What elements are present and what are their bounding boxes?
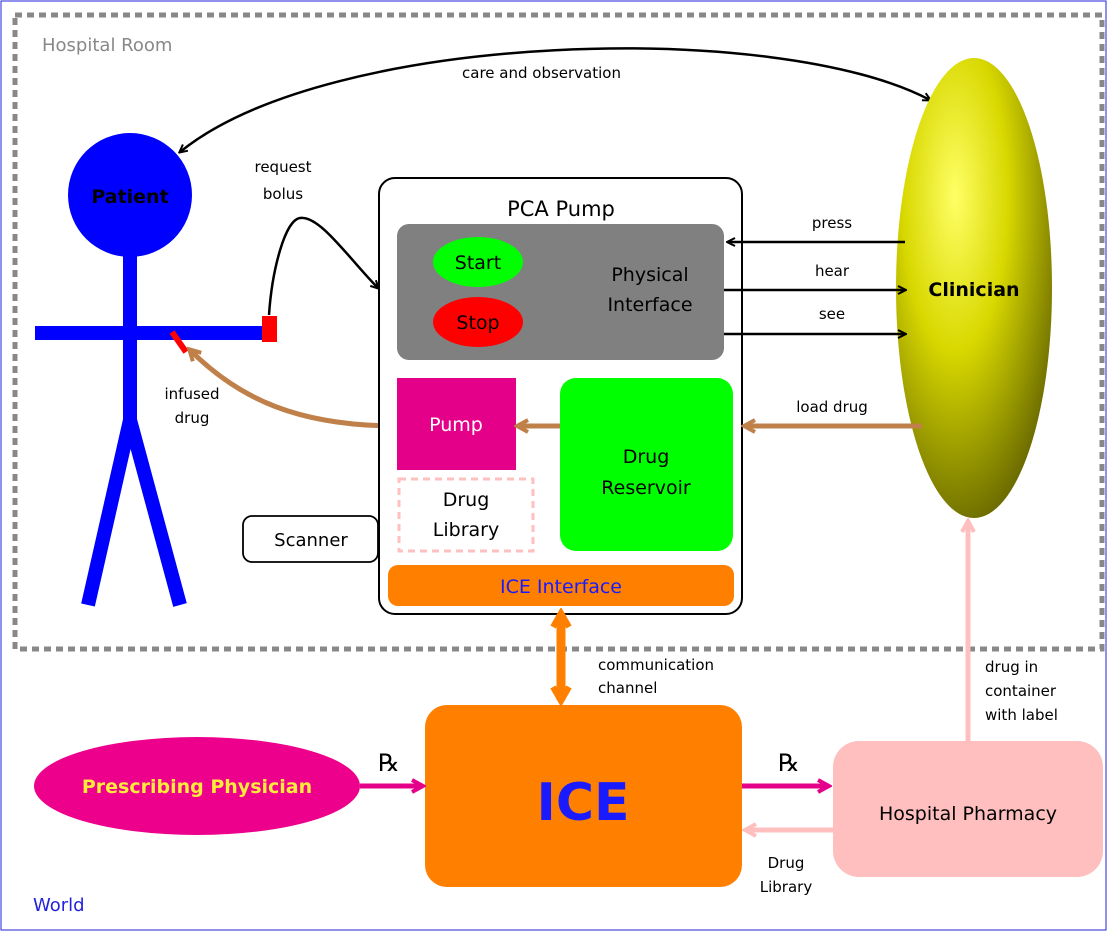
communication-channel-label-1: communication — [598, 656, 714, 674]
care-observation-arrow — [180, 47, 930, 152]
patient-figure — [35, 133, 277, 607]
see-label: see — [819, 305, 845, 323]
hospital-pharmacy-node — [833, 741, 1103, 877]
prescribing-physician-label: Prescribing Physician — [82, 776, 312, 798]
communication-channel-label-2: channel — [598, 679, 657, 697]
care-observation-label: care and observation — [462, 64, 621, 82]
pump-block — [397, 378, 516, 470]
clinician-label: Clinician — [928, 279, 1019, 301]
hospital-room-boundary — [12, 12, 1105, 652]
ice-interface-label: ICE Interface — [500, 576, 622, 598]
ice-label: ICE — [536, 773, 629, 833]
stop-button[interactable] — [433, 297, 523, 347]
infused-drug-label-1: infused — [164, 385, 219, 403]
scanner-box — [242, 515, 379, 563]
drug-container-label-3: with label — [985, 706, 1058, 724]
infused-drug-label-2: drug — [175, 409, 210, 427]
ice-interface-bar — [388, 565, 734, 606]
start-button-label: Start — [455, 252, 501, 274]
pca-pump-title: PCA Pump — [507, 197, 615, 221]
start-button[interactable] — [433, 237, 523, 287]
hospital-room-label: Hospital Room — [42, 35, 172, 56]
rx-right-label: ℞ — [778, 749, 800, 777]
hear-label: hear — [815, 262, 850, 280]
drug-library-label-1: Drug — [443, 489, 490, 511]
load-drug-label: load drug — [796, 398, 868, 416]
drug-container-label-2: container — [985, 682, 1057, 700]
press-label: press — [812, 214, 852, 232]
stop-button-label: Stop — [456, 312, 499, 334]
patient-label: Patient — [91, 186, 168, 208]
drug-library-label-2: Library — [433, 519, 499, 541]
scanner-label: Scanner — [274, 530, 348, 551]
request-bolus-label-1: request — [254, 158, 311, 176]
hospital-pharmacy-label: Hospital Pharmacy — [879, 803, 1057, 825]
request-bolus-label-2: bolus — [263, 185, 303, 203]
drug-reservoir-label-2: Reservoir — [601, 477, 691, 499]
clinician-node — [896, 58, 1052, 518]
drug-library-box — [397, 477, 535, 553]
request-bolus-arrow — [267, 216, 378, 316]
pump-label: Pump — [429, 414, 483, 436]
patient-head — [68, 133, 192, 257]
drug-reservoir-block — [560, 378, 733, 551]
ice-block — [425, 705, 742, 887]
iv-line-icon — [169, 330, 189, 354]
bolus-button-icon — [262, 316, 277, 342]
drug-library-edge-label-1: Drug — [768, 854, 805, 872]
drug-container-label-1: drug in — [985, 658, 1038, 676]
world-label: World — [33, 895, 85, 916]
physical-interface-label-1: Physical — [611, 264, 688, 286]
prescribing-physician-node — [34, 737, 360, 835]
drug-library-edge-label-2: Library — [760, 878, 813, 896]
infused-drug-arrow — [190, 350, 398, 429]
rx-left-label: ℞ — [378, 749, 400, 777]
physical-interface-label-2: Interface — [607, 294, 692, 316]
drug-reservoir-label-1: Drug — [623, 446, 670, 468]
